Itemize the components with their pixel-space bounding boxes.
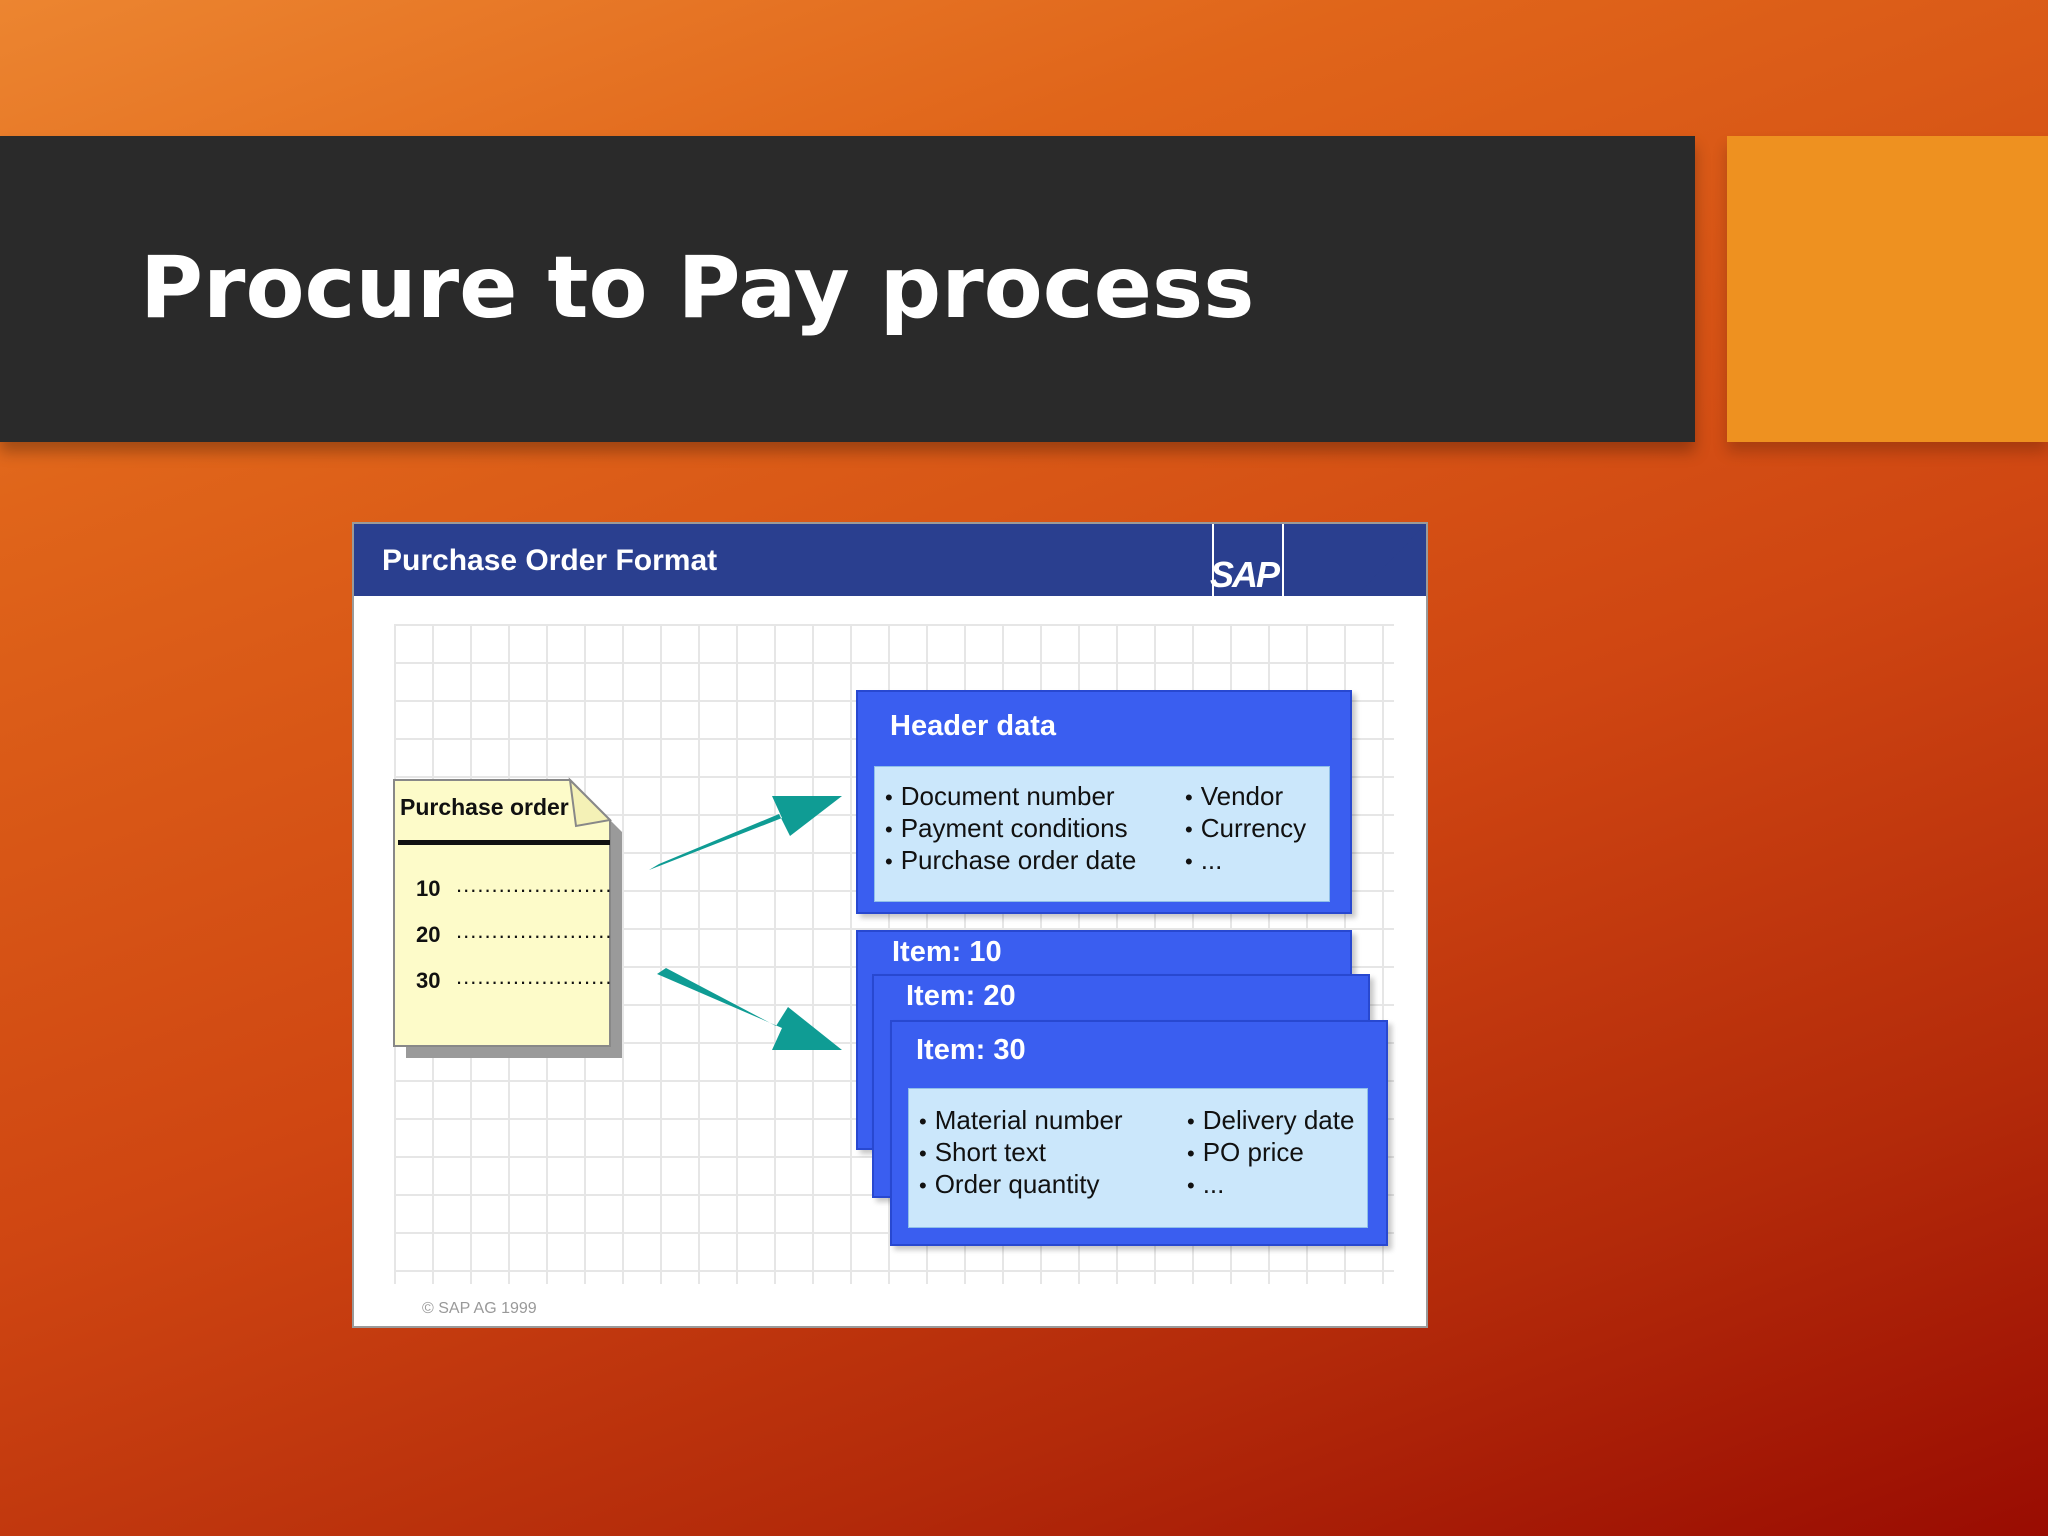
figure-header-bar — [354, 524, 1426, 596]
purchase-order-document-icon — [393, 777, 622, 1058]
arrow-to-header — [649, 796, 842, 870]
item-card-title: Item: 20 — [906, 980, 1016, 1012]
po-line-number: 20 — [416, 922, 441, 947]
item-data-body: Material number Short text Order quantit… — [908, 1088, 1368, 1228]
header-field: Document number — [885, 781, 1115, 812]
figure-title: Purchase Order Format — [382, 544, 718, 577]
sap-logo-wedge — [1266, 524, 1426, 596]
po-line-dots: ...................... — [456, 964, 613, 989]
item-field: Delivery date — [1187, 1105, 1355, 1136]
po-line-number: 30 — [416, 968, 441, 993]
title-band — [0, 136, 1695, 442]
accent-block — [1727, 136, 2048, 442]
purchase-order-label: Purchase order — [400, 794, 569, 820]
arrow-to-items — [657, 968, 842, 1050]
header-field: Vendor — [1185, 781, 1283, 812]
item-card-title: Item: 10 — [892, 936, 1002, 968]
header-data-title: Header data — [890, 710, 1057, 742]
po-line-dots: ...................... — [456, 918, 613, 943]
header-data-body: Document number Payment conditions Purch… — [874, 766, 1330, 902]
po-line-number: 10 — [416, 876, 441, 901]
slide-title: Procure to Pay process — [140, 238, 1255, 338]
item-field: Short text — [919, 1137, 1046, 1168]
header-field: ... — [1185, 845, 1223, 876]
item-field: PO price — [1187, 1137, 1304, 1168]
copyright-note: © SAP AG 1999 — [422, 1300, 537, 1317]
purchase-order-format-figure: Purchase Order Format SAP Purchase order… — [352, 522, 1428, 1328]
header-field: Payment conditions — [885, 813, 1128, 844]
header-field: Currency — [1185, 813, 1306, 844]
item-field: ... — [1187, 1169, 1225, 1200]
sap-logo: SAP — [1210, 554, 1280, 595]
item-field: Order quantity — [919, 1169, 1100, 1200]
logo-divider-left — [1212, 524, 1214, 596]
item-card-30: Item: 30 Material number Short text Orde… — [890, 1020, 1388, 1246]
flow-arrows — [649, 796, 842, 1050]
item-field: Material number — [919, 1105, 1123, 1136]
po-line-dots: ...................... — [456, 872, 613, 897]
logo-divider-right — [1282, 524, 1284, 596]
header-field: Purchase order date — [885, 845, 1137, 876]
item-card-title: Item: 30 — [916, 1034, 1026, 1066]
header-data-card: Header data Document number Payment cond… — [856, 690, 1352, 914]
